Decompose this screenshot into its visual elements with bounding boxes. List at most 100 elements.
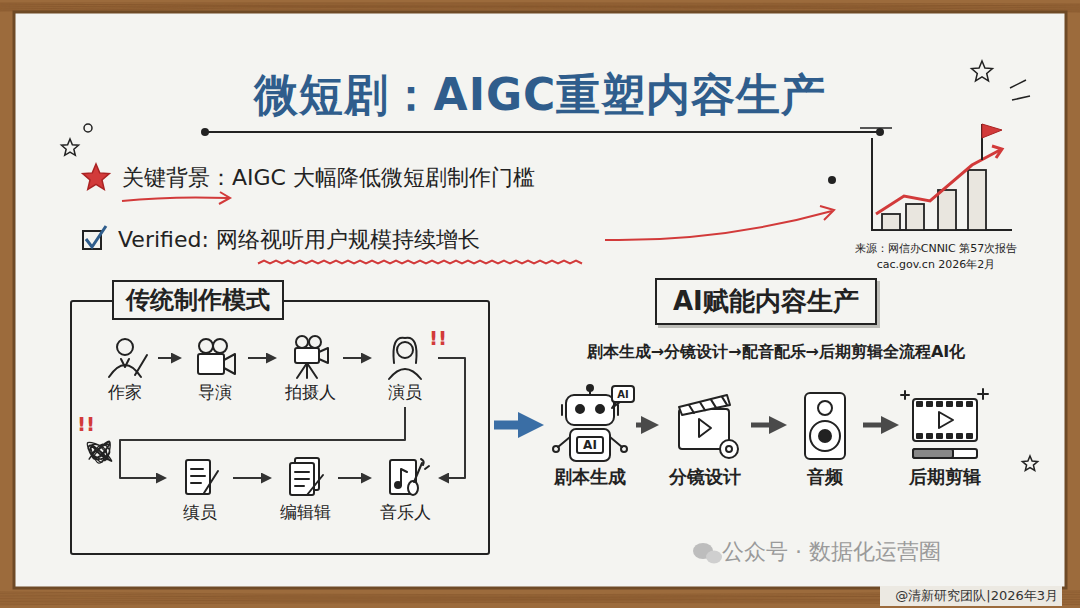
- red-underline: [258, 261, 582, 264]
- icon-node: 缜员: [170, 455, 230, 524]
- play-triangle: [939, 412, 953, 428]
- reel: [199, 339, 213, 353]
- tripod-legs: [297, 363, 317, 378]
- camera-body: [295, 348, 319, 363]
- text-label: cac.gov.cn 2026年2月: [877, 257, 996, 272]
- circuit-dot: [621, 446, 627, 452]
- ears: [562, 405, 618, 415]
- tie: [121, 359, 129, 367]
- sparkle: [978, 389, 988, 399]
- camera-body: [198, 354, 224, 374]
- title: 微短剧：AIGC重塑内容生产: [254, 66, 827, 125]
- bubble-tail: [612, 402, 620, 408]
- writer-icon: [109, 339, 147, 377]
- guitar-neck: [414, 463, 422, 482]
- group-box: 传统制作模式作家导演拍摄人演员缜员编辑辑音乐人: [70, 300, 490, 555]
- film-hole: [917, 434, 922, 438]
- text-label: Verified: 网络视听用户规模持续增长: [118, 225, 480, 255]
- flow-arrow: [863, 423, 885, 428]
- chart-bar: [882, 214, 900, 230]
- whiteboard: [14, 12, 1066, 588]
- film-hole: [927, 402, 932, 406]
- icon-node: 音乐人: [375, 455, 435, 524]
- lens: [319, 348, 328, 363]
- film-hole: [937, 402, 942, 406]
- text-label: !!: [77, 412, 95, 436]
- film-hole: [947, 434, 952, 438]
- title-rule: [205, 131, 880, 133]
- red-swoosh: [122, 197, 228, 201]
- rule-dot: [201, 128, 209, 136]
- clapper-icon: [679, 395, 738, 458]
- chart-bar: [938, 190, 956, 230]
- icon-node: 作家: [95, 335, 155, 404]
- red-pointer-arrow: [605, 211, 832, 240]
- node-text: 作家: [108, 381, 142, 404]
- reel: [213, 339, 227, 353]
- reel: [296, 336, 308, 348]
- node-text: 演员: [388, 381, 422, 404]
- woofer: [810, 421, 840, 451]
- clapper-stripe: [700, 402, 705, 410]
- node-text: 传统制作模式: [112, 280, 284, 320]
- progress-bar: [913, 449, 977, 458]
- chart-trend-head: [992, 146, 1002, 158]
- node-text: 编辑辑: [280, 501, 331, 524]
- robot-icon: [553, 385, 634, 461]
- flow-arrow: [494, 421, 523, 430]
- text-label: 剧本生成→分镜设计→配音配乐→后期剪辑全流程AI化: [587, 342, 966, 363]
- eye: [576, 405, 584, 413]
- icon-node: 后期剪辑: [902, 385, 988, 489]
- flow-arrow: [636, 423, 645, 428]
- icon-node: 剧本生成: [547, 385, 633, 489]
- film-hole: [927, 434, 932, 438]
- film-hole: [967, 402, 972, 406]
- clapper-stripe: [711, 400, 716, 408]
- lens: [224, 354, 235, 374]
- rule-dot: [876, 128, 884, 136]
- text-label: 公众号 · 数据化运营圈: [722, 537, 941, 567]
- gear: [720, 440, 738, 458]
- text-label: AI: [583, 438, 597, 452]
- chart-bar: [906, 204, 924, 230]
- clapper-stripe: [689, 405, 694, 413]
- text-label: @清新研究团队|2026年3月: [895, 587, 1058, 605]
- key-star: [83, 164, 110, 189]
- title-rule: [860, 127, 892, 129]
- icon-node: 音频: [790, 385, 860, 489]
- film-hole: [957, 402, 962, 406]
- flow-arrow: [233, 477, 263, 479]
- music-notes: [421, 459, 429, 469]
- footer-patch: [880, 586, 1062, 606]
- progress-fill: [913, 449, 953, 458]
- icon-node: 演员: [375, 335, 435, 404]
- node-text: 后期剪辑: [909, 465, 981, 489]
- deco-strokes: [1010, 80, 1030, 100]
- deco-dot: [84, 124, 92, 132]
- film-hole: [947, 402, 952, 406]
- icon-node: 分镜设计: [662, 385, 748, 489]
- confusion-scribble: [87, 441, 111, 463]
- icon-node: 编辑辑: [275, 455, 335, 524]
- text-label: !!: [429, 326, 447, 350]
- film-hole: [917, 402, 922, 406]
- film-hole: [937, 434, 942, 438]
- tripod-icon: [295, 336, 328, 378]
- flow-arrow: [343, 357, 363, 359]
- node-text: 音频: [807, 465, 843, 489]
- node-text: 导演: [198, 381, 232, 404]
- text-label: 来源：网信办CNNIC 第57次报告: [855, 241, 1018, 256]
- flow-arrow: [120, 407, 405, 478]
- text-label: AI: [617, 389, 628, 400]
- play-triangle: [699, 419, 711, 437]
- deco-dot: [828, 176, 836, 184]
- edit-icon: [290, 458, 323, 495]
- deco-star: [1022, 456, 1037, 470]
- chest-panel: [577, 437, 603, 453]
- node-text: 缜员: [183, 501, 217, 524]
- flow-arrow: [158, 357, 173, 359]
- red-pointer-head: [820, 206, 834, 220]
- reel: [309, 336, 321, 348]
